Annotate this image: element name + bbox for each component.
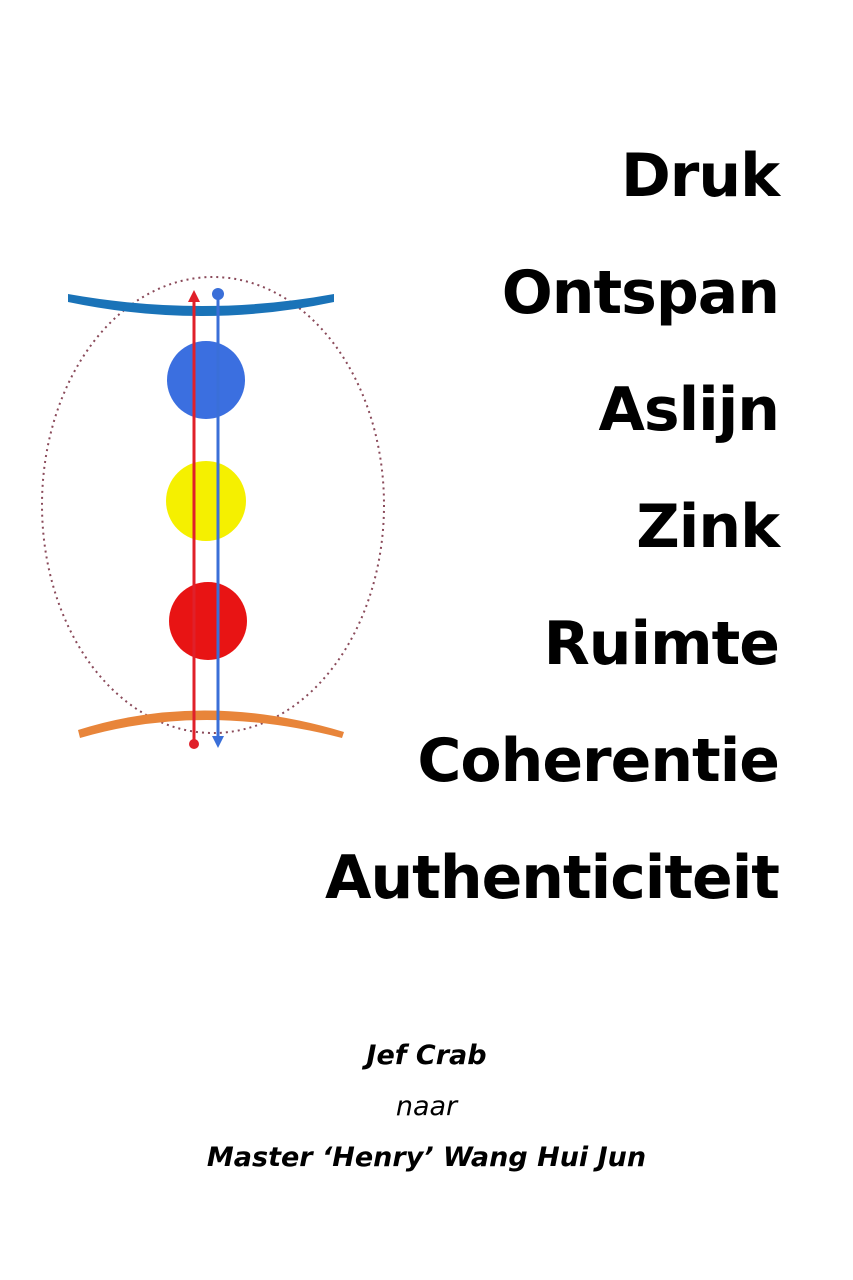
red-circle xyxy=(169,582,247,660)
yellow-circle xyxy=(166,461,246,541)
author-name: Jef Crab xyxy=(366,1040,487,1071)
energy-field-ellipse xyxy=(41,276,385,734)
master-name: Master ‘Henry’ Wang Hui Jun xyxy=(206,1142,647,1173)
bottom-bar xyxy=(78,710,344,738)
title-word-list: Druk Ontspan Aslijn Zink Ruimte Coherent… xyxy=(219,118,780,937)
blue-circle xyxy=(167,341,245,419)
title-word: Druk xyxy=(620,141,780,211)
credits: Jef Crab naar Master ‘Henry’ Wang Hui Ju… xyxy=(0,1030,853,1183)
top-bar xyxy=(68,294,334,316)
upward-arrow-tail-dot xyxy=(189,739,199,749)
upward-arrow-head xyxy=(188,290,200,302)
title-word: Authenticiteit xyxy=(325,843,780,913)
title-word: Aslijn xyxy=(598,375,780,445)
title-word: Ontspan xyxy=(501,258,780,328)
credit-connector: naar xyxy=(395,1091,458,1122)
title-word: Zink xyxy=(636,492,780,562)
downward-arrow-head xyxy=(212,736,224,748)
title-word: Ruimte xyxy=(543,609,780,679)
energy-axis-diagram xyxy=(41,276,385,749)
title-word: Coherentie xyxy=(417,726,780,796)
downward-arrow-tail-dot xyxy=(212,288,224,300)
